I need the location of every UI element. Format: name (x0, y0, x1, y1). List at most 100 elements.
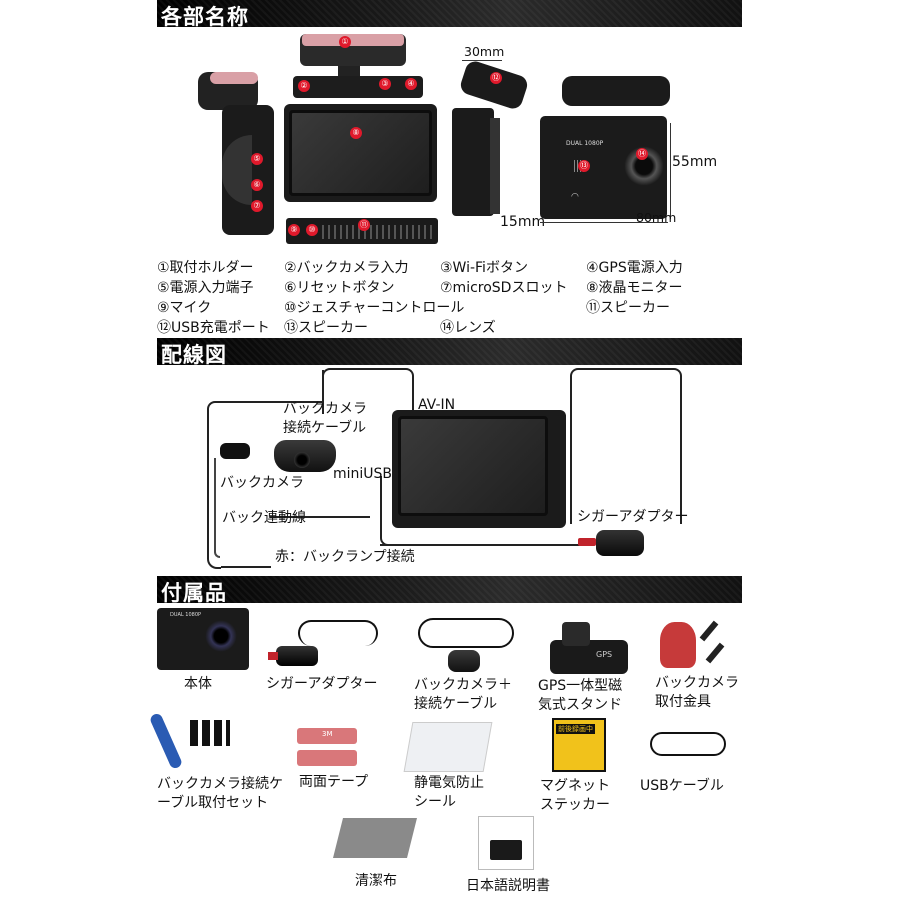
accessory-caption: シガーアダプター (266, 675, 377, 694)
accessory-bracket-image (660, 622, 696, 668)
dim-line-width (462, 60, 502, 61)
main-unit-lens (205, 620, 237, 652)
badge-4: ④ (405, 78, 417, 90)
part-8: ⑧液晶モニター (586, 280, 683, 296)
parts-row: ⑤電源入力端子 ⑥リセットボタン ⑦microSDスロット ⑧液晶モニター (157, 277, 683, 297)
wire-back-link (207, 449, 221, 569)
accessory-pry-tool-image (148, 712, 184, 770)
device-side-thin (452, 108, 494, 216)
dim-height-label: 55mm (672, 154, 718, 170)
section-title: 付属品 (161, 581, 227, 605)
wire-back-link-2 (214, 458, 220, 558)
caption-line: シガーアダプター (266, 676, 378, 692)
caption-line: マグネット (540, 778, 610, 794)
section-title: 各部名称 (161, 5, 249, 29)
accessory-usb-cable-image (650, 732, 726, 756)
accessory-cigar-cable (298, 620, 378, 646)
section-header-accessories: 付属品 (157, 576, 742, 605)
wire-back-camera (207, 401, 324, 449)
dim-depth-label: 15mm (500, 214, 546, 230)
wire-mini-usb (380, 476, 392, 546)
mount-holder-right (458, 58, 530, 112)
cigar-tip (268, 652, 278, 660)
badge-11: ⑪ (358, 219, 370, 231)
accessory-caption: 静電気防止 シール (414, 774, 484, 812)
accessory-caption: GPS一体型磁 気式スタンド (538, 677, 622, 715)
label-back-cable-1: バックカメラ (283, 401, 367, 417)
accessory-caption: 本体 (184, 675, 212, 694)
wire-cigar-top (570, 368, 682, 524)
badge-3: ③ (379, 78, 391, 90)
wire-red-line (221, 566, 271, 568)
badge-5: ⑤ (251, 153, 263, 165)
wire-usb-bottom (380, 544, 580, 546)
caption-line: 清潔布 (355, 873, 397, 889)
accessory-caption: マグネット ステッカー (540, 777, 610, 815)
label-back-camera: バックカメラ (220, 475, 304, 491)
caption-line: 静電気防止 (414, 775, 484, 791)
part-7: ⑦microSDスロット (440, 280, 568, 296)
accessory-caption: 日本語説明書 (466, 877, 550, 896)
parts-row: ⑫USB充電ポート ⑬スピーカー ⑭レンズ (157, 317, 683, 337)
caption-line: バックカメラ接続ケ (157, 776, 283, 792)
cable-connector (220, 443, 250, 459)
lcd-screen (289, 110, 432, 196)
caption-line: 両面テープ (299, 774, 369, 790)
cable-clips (190, 720, 230, 746)
part-14: ⑭レンズ (440, 320, 496, 336)
device-side-edge (490, 118, 500, 214)
label-mini-usb: miniUSB (333, 466, 393, 482)
accessory-cloth-image (333, 818, 417, 858)
section-header-wiring: 配線図 (157, 338, 742, 367)
screw-icon (699, 620, 719, 642)
accessory-caption: バックカメラ＋ 接続ケーブル (414, 676, 512, 714)
part-2: ②バックカメラ入力 (284, 260, 409, 276)
part-1: ①取付ホルダー (157, 260, 254, 276)
caption-line: 接続ケーブル (414, 696, 498, 712)
accessory-tape-image (297, 728, 357, 744)
adhesive-pad-top (302, 34, 404, 46)
section-title: 配線図 (161, 343, 227, 367)
caption-line: USBケーブル (640, 778, 724, 794)
parts-row: ⑨マイク ⑩ジェスチャーコントロール ⑪スピーカー (157, 297, 683, 317)
part-5: ⑤電源入力端子 (157, 280, 254, 296)
main-unit-label: DUAL 1080P (170, 612, 202, 618)
back-camera-lens (294, 452, 310, 468)
badge-12: ⑫ (490, 72, 502, 84)
accessory-caption: バックカメラ 取付金具 (655, 674, 739, 712)
cigar-adapter-tip (578, 538, 596, 546)
cigar-adapter (596, 530, 644, 556)
badge-2: ② (298, 80, 310, 92)
part-9: ⑨マイク (157, 300, 212, 316)
section-header-names: 各部名称 (157, 0, 742, 29)
gps-text: GPS (596, 650, 613, 659)
badge-14: ⑭ (636, 148, 648, 160)
device-label: DUAL 1080P (566, 140, 604, 147)
badge-13: ⑬ (578, 160, 590, 172)
accessory-caption: USBケーブル (640, 777, 724, 796)
part-4: ④GPS電源入力 (586, 260, 683, 276)
caption-line: ステッカー (540, 797, 610, 813)
label-back-cable: バックカメラ 接続ケーブル (283, 400, 367, 438)
accessory-back-cable (418, 618, 514, 648)
wifi-icon: ◠ (571, 192, 579, 202)
badge-9: ⑨ (288, 224, 300, 236)
gps-stand-neck (562, 622, 590, 646)
accessory-caption: 両面テープ (299, 773, 368, 792)
accessory-gps-stand-image (550, 640, 628, 674)
parts-list: ①取付ホルダー ②バックカメラ入力 ③Wi-Fiボタン ④GPS電源入力 ⑤電源… (157, 257, 683, 337)
part-11: ⑪スピーカー (586, 300, 670, 316)
part-3: ③Wi-Fiボタン (440, 260, 528, 276)
badge-6: ⑥ (251, 179, 263, 191)
caption-line: バックカメラ (655, 675, 739, 691)
label-back-cable-2: 接続ケーブル (283, 420, 367, 436)
label-red-wire: 赤：バックランプ接続 (275, 549, 415, 565)
label-av-in: AV-IN (418, 397, 456, 413)
wire-connector (322, 370, 324, 403)
adhesive-pad (210, 72, 258, 84)
monitor-screen (398, 416, 548, 516)
dim-length-label: 80mm (636, 210, 677, 225)
caption-line: GPS一体型磁 (538, 678, 623, 694)
label-back-link: バック連動線 (222, 510, 306, 526)
part-6: ⑥リセットボタン (284, 280, 395, 296)
